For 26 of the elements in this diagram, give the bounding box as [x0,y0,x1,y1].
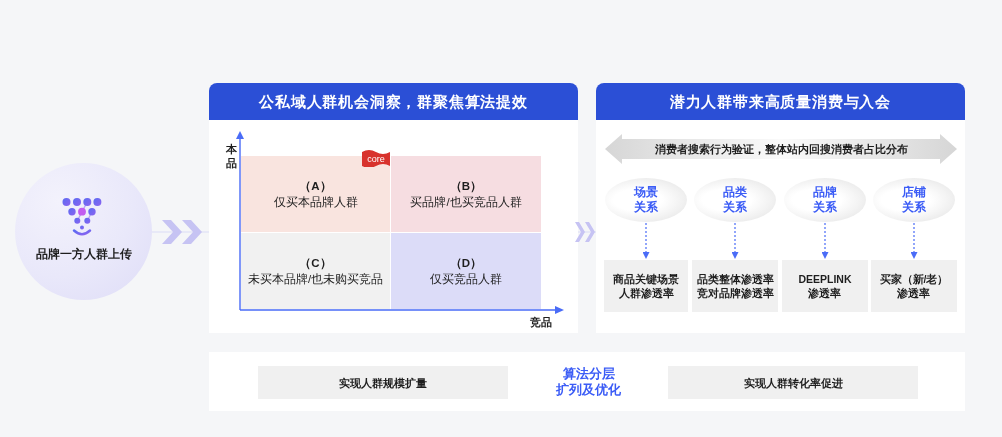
content-panel [596,83,965,333]
double-arrow-band [605,134,957,164]
metric-box [871,260,957,312]
dotted-arrow [731,222,739,260]
metric-label: 品类整体渗透率竞对品牌渗透率 [695,272,775,300]
relation-label: 场景关系 [633,185,659,215]
note-text: 算法分层扩列及优化 [556,366,622,398]
band-label: 消费者搜索行为验证，整体站内回搜消费者占比分布 [654,142,908,156]
relation-label: 店铺关系 [901,185,927,215]
metric-box [604,260,688,312]
dotted-arrow [910,222,918,260]
metric-label: 商品关键场景人群渗透率 [612,272,680,300]
relation-label: 品牌关系 [812,185,838,215]
dotted-arrow [821,222,829,260]
panel-header: 潜力人群带来高质量消费与入会 [596,83,965,120]
metric-label: DEEPLINK 渗透率 [797,272,853,300]
goal-label: 实现人群转化率促进 [743,375,843,390]
axis-label: 竞品 [530,315,552,329]
relation-label: 品类关系 [722,185,748,215]
metric-label: 买家（新/老）渗透率 [879,272,949,300]
source-label: 品牌一方人群上传 [35,247,132,262]
panel-header: 公私域人群机会洞察，群聚焦算法提效 [209,83,578,120]
metric-box [692,260,778,312]
goal-label: 实现人群规模扩量 [339,375,427,390]
metric-box [782,260,868,312]
dotted-arrow [642,222,650,260]
